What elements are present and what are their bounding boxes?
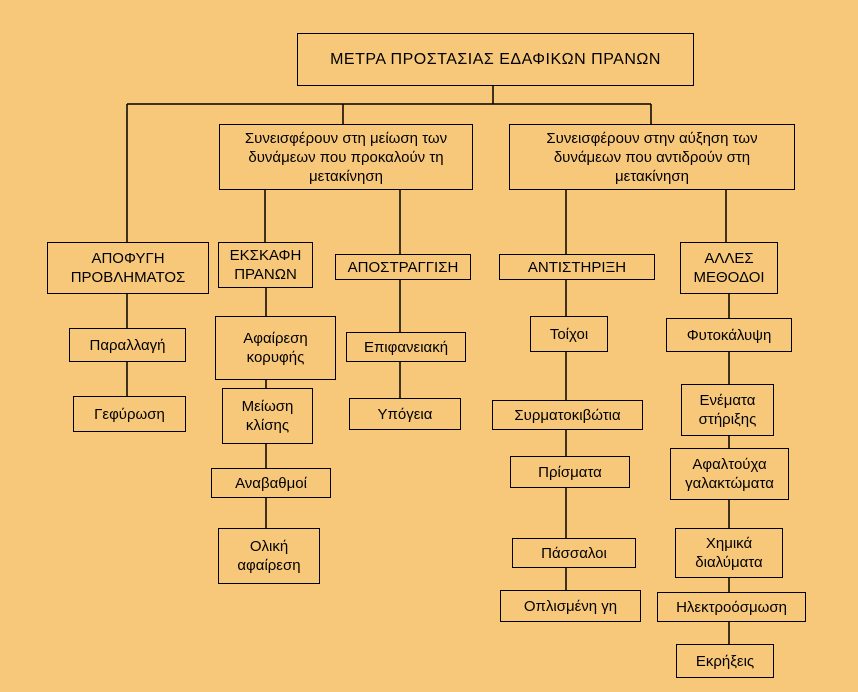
avoid-item: Γεφύρωση [73,396,186,432]
other-item: Ενέματα στήριξης [681,384,774,436]
increase-forces-node: Συνεισφέρουν στην αύξηση των δυνάμεων πο… [509,124,795,190]
root-label: ΜΕΤΡΑ ΠΡΟΣΤΑΣΙΑΣ ΕΔΑΦΙΚΩΝ ΠΡΑΝΩΝ [330,51,661,68]
item-label: Τοίχοι [549,325,589,343]
item-label: Εκρήξεις [695,652,755,670]
increase-forces-label: Συνεισφέρουν στην αύξηση των δυνάμεων πο… [546,129,758,185]
avoid-label: ΑΠΟΦΥΓΗ ΠΡΟΒΛΗΜΑΤΟΣ [70,250,186,286]
item-label: Χημικά διαλύματα [695,535,763,571]
excavation-item: Αναβαθμοί [211,468,331,498]
other-item: Αφαλτούχα γαλακτώματα [670,448,789,500]
other-item: Εκρήξεις [676,644,774,678]
item-label: Μείωση κλίσης [241,398,294,434]
other-item: Ηλεκτροόσμωση [657,592,806,622]
avoid-item: Παραλλαγή [69,328,186,362]
other-item: Φυτοκάλυψη [666,318,792,352]
item-label: Οπλισμένη γη [523,597,618,615]
item-label: Επιφανειακή [363,338,449,356]
excavation-item: Ολική αφαίρεση [218,528,320,584]
item-label: Γεφύρωση [94,405,165,423]
item-label: Υπόγεια [377,405,433,423]
item-label: Συρματοκιβώτια [514,406,621,424]
support-node: ΑΝΤΙΣΤΗΡΙΞΗ [499,254,655,280]
item-label: Αναβαθμοί [235,474,307,492]
other-item: Χημικά διαλύματα [675,528,783,578]
excavation-item: Αφαίρεση κορυφής [215,316,336,380]
support-item: Τοίχοι [530,316,608,352]
excavation-item: Μείωση κλίσης [222,388,313,444]
item-label: Αφαίρεση κορυφής [243,330,308,366]
support-item: Πάσσαλοι [512,538,636,568]
item-label: Πάσσαλοι [541,544,607,562]
support-label: ΑΝΤΙΣΤΗΡΙΞΗ [527,258,627,276]
support-item: Οπλισμένη γη [500,590,641,622]
item-label: Ολική αφαίρεση [237,538,301,574]
excavation-label: ΕΚΣΚΑΦΗ ΠΡΑΝΩΝ [229,247,302,283]
item-label: Ενέματα στήριξης [698,392,757,428]
drainage-label: ΑΠΟΣΤΡΑΓΓΙΣΗ [347,258,459,276]
item-label: Ηλεκτροόσμωση [676,598,787,616]
support-item: Συρματοκιβώτια [492,400,643,430]
support-item: Πρίσματα [510,456,630,488]
avoid-node: ΑΠΟΦΥΓΗ ΠΡΟΒΛΗΜΑΤΟΣ [47,242,209,294]
drainage-item: Υπόγεια [349,398,461,430]
other-methods-label: ΑΛΛΕΣ ΜΕΘΟΔΟΙ [693,250,765,286]
drainage-node: ΑΠΟΣΤΡΑΓΓΙΣΗ [335,254,471,280]
other-methods-node: ΑΛΛΕΣ ΜΕΘΟΔΟΙ [680,242,778,294]
reduce-forces-label: Συνεισφέρουν στη μείωση των δυνάμεων που… [244,129,448,185]
reduce-forces-node: Συνεισφέρουν στη μείωση των δυνάμεων που… [219,124,473,190]
excavation-node: ΕΚΣΚΑΦΗ ΠΡΑΝΩΝ [218,242,313,288]
item-label: Αφαλτούχα γαλακτώματα [685,456,774,492]
drainage-item: Επιφανειακή [346,332,466,362]
root-node: ΜΕΤΡΑ ΠΡΟΣΤΑΣΙΑΣ ΕΔΑΦΙΚΩΝ ΠΡΑΝΩΝ [297,33,694,86]
item-label: Φυτοκάλυψη [686,326,772,344]
item-label: Πρίσματα [538,463,602,481]
item-label: Παραλλαγή [89,336,166,354]
